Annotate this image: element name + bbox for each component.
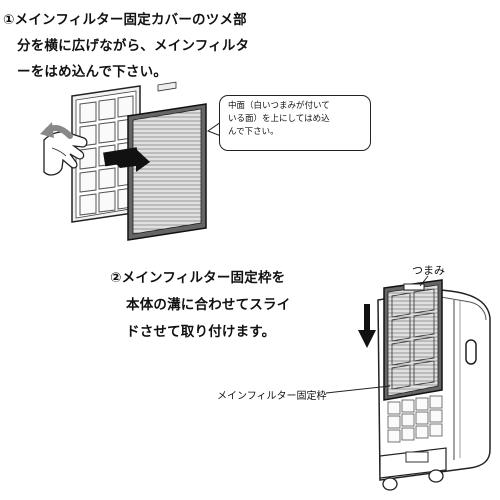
step1-line-1: ①メインフィルター固定カバーのツメ部: [3, 12, 247, 28]
filter-cover-illustration: [40, 81, 222, 241]
callout-line-2: いる面）を上にしてはめ込: [228, 114, 330, 124]
step1-line-2: 分を横に広げながら、メインフィルタ: [17, 38, 250, 54]
step1-instructions: ①メインフィルター固定カバーのツメ部 分を横に広げながら、メインフィルタ ーをは…: [3, 7, 303, 85]
step2-line-1: ②メインフィルター固定枠を: [110, 270, 286, 286]
step2-instructions: ②メインフィルター固定枠を 本体の溝に合わせてスライ ドさせて取り付けます。: [110, 265, 350, 346]
step2-line-3: ドさせて取り付けます。: [126, 324, 276, 340]
callout-line-1: 中面（白いつまみが付いて: [228, 101, 330, 111]
main-unit-illustration: [325, 275, 491, 491]
callout-note: 中面（白いつまみが付いて いる面）を上にしてはめ込 んで下さい。: [219, 95, 371, 151]
filter-frame-label: メインフィルター固定枠: [217, 391, 327, 402]
step2-line-2: 本体の溝に合わせてスライ: [126, 297, 291, 313]
callout-line-3: んで下さい。: [228, 127, 279, 137]
step1-line-3: ーをはめ込んで下さい。: [17, 64, 168, 80]
knob-label: つまみ: [412, 264, 445, 277]
